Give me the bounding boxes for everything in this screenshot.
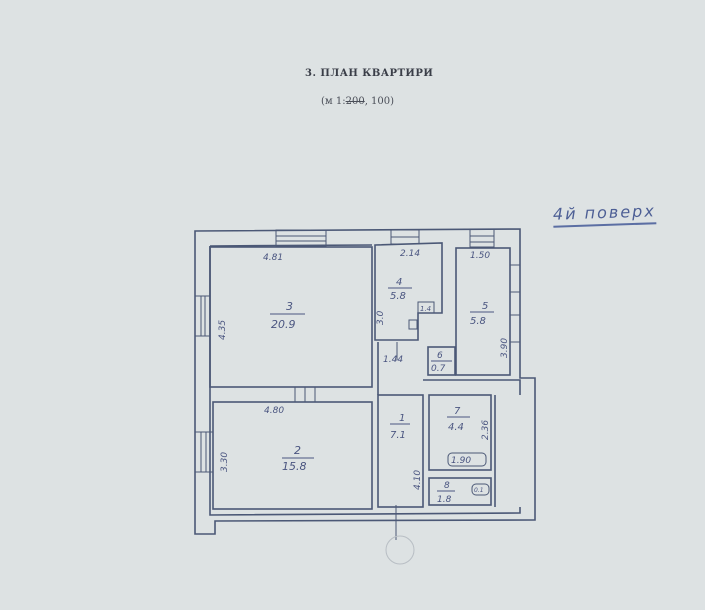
stove-fixture <box>408 319 418 330</box>
room-5-width: 1.50 <box>470 251 490 261</box>
room-4-number: 4 <box>396 277 402 288</box>
room-8-number: 8 <box>444 481 450 491</box>
room-7-area: 4.4 <box>448 422 464 433</box>
room-5-number: 5 <box>482 301 488 312</box>
doors <box>294 342 415 565</box>
toilet-fixture <box>471 483 490 496</box>
page-title: 3. ПЛАН КВАРТИРИ <box>305 68 434 79</box>
room-3-area: 20.9 <box>271 318 296 331</box>
room-5-outline <box>455 247 511 376</box>
room-3-outline <box>209 246 373 388</box>
outer-wall <box>194 228 536 535</box>
bath-fixture-label: 1.4 <box>420 305 431 313</box>
room-3-width: 4.81 <box>263 253 283 263</box>
room-1-number: 1 <box>399 413 405 424</box>
bath-fixture <box>417 301 435 314</box>
room-8-area: 1.8 <box>437 495 452 505</box>
scale-suffix: , 100) <box>364 96 395 107</box>
room-4-width: 2.14 <box>400 249 420 259</box>
room-6-number: 6 <box>437 351 443 361</box>
scale-note: (м 1:200, 100) <box>321 96 394 107</box>
room-labels: 3 20.9 2 15.8 4 5.8 5 5.8 1 7.1 6 0.7 7 … <box>270 277 494 505</box>
room-6-area: 0.7 <box>431 364 446 374</box>
corridor-height: 4.10 <box>413 470 423 490</box>
toilet-fixture-label: 0.1 <box>474 487 484 494</box>
dimension-labels: 4.81 4.35 4.80 3.30 2.14 3.0 1.50 3.90 1… <box>218 249 510 490</box>
room-2-number: 2 <box>294 444 301 457</box>
room-3-number: 3 <box>286 300 293 313</box>
partition-walls <box>377 342 521 507</box>
room-7-outline <box>428 394 492 471</box>
room-5-area: 5.8 <box>470 316 486 327</box>
room-2-area: 15.8 <box>282 460 307 473</box>
room-8-outline <box>428 477 492 506</box>
room-7-height: 2.36 <box>481 420 491 440</box>
windows <box>194 228 521 473</box>
room-2-height: 3.30 <box>220 452 230 472</box>
room-7-number: 7 <box>454 406 461 417</box>
room-2-outline <box>212 401 373 510</box>
room-7-note-box <box>447 452 487 467</box>
room-6-outline <box>427 346 456 376</box>
room-5-height: 3.90 <box>500 338 510 358</box>
room-4-height: 3.0 <box>376 310 386 325</box>
scale-prefix: (м 1: <box>321 96 346 107</box>
corridor-width: 1.44 <box>383 355 403 365</box>
scale-struck: 200 <box>345 96 365 107</box>
room-2-width: 4.80 <box>264 406 284 416</box>
room-1-area: 7.1 <box>390 430 406 441</box>
room-4-area: 5.8 <box>390 291 406 302</box>
room-3-height: 4.35 <box>218 320 228 340</box>
room-7-note: 1.90 <box>451 456 471 466</box>
